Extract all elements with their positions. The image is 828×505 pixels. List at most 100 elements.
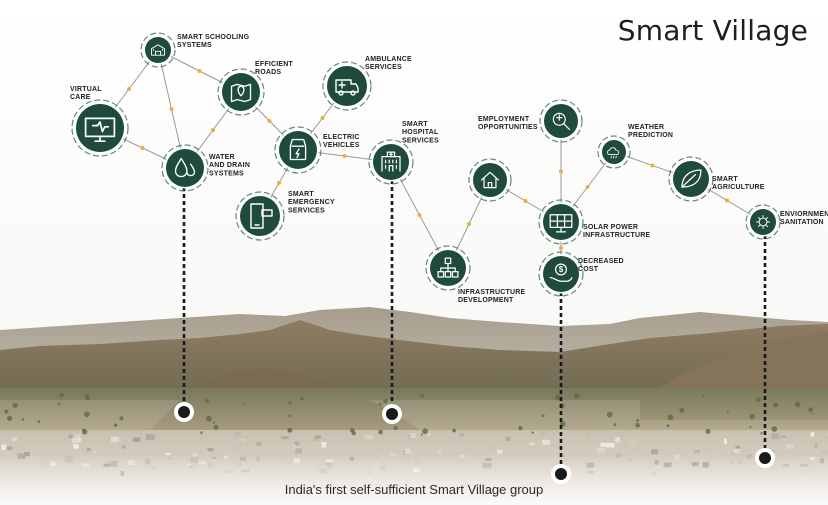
tree bbox=[352, 431, 356, 435]
house bbox=[133, 437, 141, 442]
tree bbox=[4, 410, 8, 414]
tree bbox=[421, 434, 423, 436]
node-circle bbox=[473, 163, 507, 197]
house bbox=[630, 440, 635, 445]
house bbox=[529, 443, 534, 445]
node-label-line: VEHICLES bbox=[323, 142, 360, 149]
node-label: ENVIORNMENTSANITATION bbox=[780, 211, 828, 226]
house bbox=[47, 442, 53, 446]
node-label-line: EFFICIENT bbox=[255, 61, 293, 68]
house bbox=[597, 448, 605, 453]
house bbox=[786, 444, 794, 449]
house bbox=[820, 450, 828, 454]
connector-dot bbox=[467, 222, 471, 226]
pole-anchor-dot bbox=[178, 406, 190, 418]
house bbox=[542, 440, 550, 445]
node-label-line: DEVELOPMENT bbox=[458, 297, 514, 304]
tree bbox=[636, 419, 639, 422]
tree bbox=[532, 431, 534, 433]
node-circle bbox=[166, 149, 204, 187]
tree bbox=[58, 403, 61, 406]
tree bbox=[667, 424, 670, 427]
house bbox=[78, 437, 81, 442]
node-circle bbox=[543, 204, 579, 240]
house bbox=[426, 433, 431, 436]
tree bbox=[773, 402, 778, 407]
house bbox=[542, 432, 545, 435]
tree bbox=[379, 403, 382, 406]
house bbox=[347, 437, 354, 442]
house bbox=[282, 436, 289, 439]
connector-dot bbox=[141, 146, 145, 150]
tree bbox=[300, 397, 304, 401]
tree bbox=[38, 420, 41, 423]
node-label-line: AGRICULTURE bbox=[712, 184, 765, 191]
house bbox=[6, 446, 13, 450]
house bbox=[313, 438, 318, 441]
node-label-line: ENVIORNMENT bbox=[780, 211, 828, 218]
connector-dot bbox=[211, 128, 215, 132]
tree bbox=[808, 407, 813, 412]
house bbox=[72, 438, 77, 444]
tree bbox=[542, 414, 545, 417]
node-label-line: INFRASTRUCTURE bbox=[458, 289, 525, 296]
tree bbox=[422, 428, 428, 434]
node-circle bbox=[750, 209, 776, 235]
node-label-line: AMBULANCE bbox=[365, 56, 412, 63]
house bbox=[437, 449, 441, 455]
node-label-line: ROADS bbox=[255, 69, 281, 76]
node-label-line: SERVICES bbox=[288, 207, 325, 214]
house bbox=[166, 453, 171, 455]
node-label-line: SMART SCHOOLING bbox=[177, 34, 250, 41]
caption-fade bbox=[0, 455, 828, 505]
tree bbox=[12, 403, 17, 408]
node-label-line: WATER bbox=[209, 154, 235, 161]
connector-dot bbox=[418, 213, 422, 217]
node-circle bbox=[222, 73, 260, 111]
tree bbox=[200, 431, 203, 434]
house bbox=[69, 435, 73, 438]
node-label-line: INFRASTRUCTURE bbox=[583, 232, 650, 239]
house bbox=[811, 432, 815, 437]
house bbox=[73, 444, 79, 449]
tree bbox=[114, 423, 117, 426]
tree bbox=[756, 397, 761, 402]
tree bbox=[214, 425, 219, 430]
node-circle bbox=[76, 104, 124, 152]
tree bbox=[614, 423, 617, 426]
node-circle bbox=[240, 196, 280, 236]
house bbox=[12, 437, 17, 441]
node-label-line: ELECTRIC bbox=[323, 134, 360, 141]
node-circle bbox=[544, 104, 578, 138]
tree bbox=[84, 412, 90, 418]
node-label-line: SMART bbox=[402, 121, 428, 128]
tree bbox=[518, 426, 522, 430]
tree bbox=[668, 415, 674, 421]
tree bbox=[82, 429, 87, 434]
house bbox=[459, 433, 464, 436]
house bbox=[365, 435, 374, 439]
node-label-line: AND DRAIN bbox=[209, 162, 250, 169]
house bbox=[734, 449, 740, 454]
tree bbox=[607, 412, 613, 418]
house bbox=[242, 438, 246, 441]
house bbox=[586, 433, 591, 436]
node-label-line: SANITATION bbox=[780, 219, 824, 226]
connector-dot bbox=[268, 119, 272, 123]
house bbox=[2, 445, 7, 450]
house bbox=[694, 450, 700, 453]
connector-dot bbox=[321, 116, 325, 120]
connector-dot bbox=[127, 87, 131, 91]
house bbox=[256, 442, 262, 446]
house bbox=[651, 449, 658, 454]
house bbox=[497, 450, 502, 454]
tree bbox=[702, 395, 704, 397]
house bbox=[103, 433, 111, 435]
house bbox=[205, 451, 208, 454]
node-circle bbox=[602, 140, 626, 164]
house bbox=[86, 450, 94, 452]
tree bbox=[22, 418, 25, 421]
